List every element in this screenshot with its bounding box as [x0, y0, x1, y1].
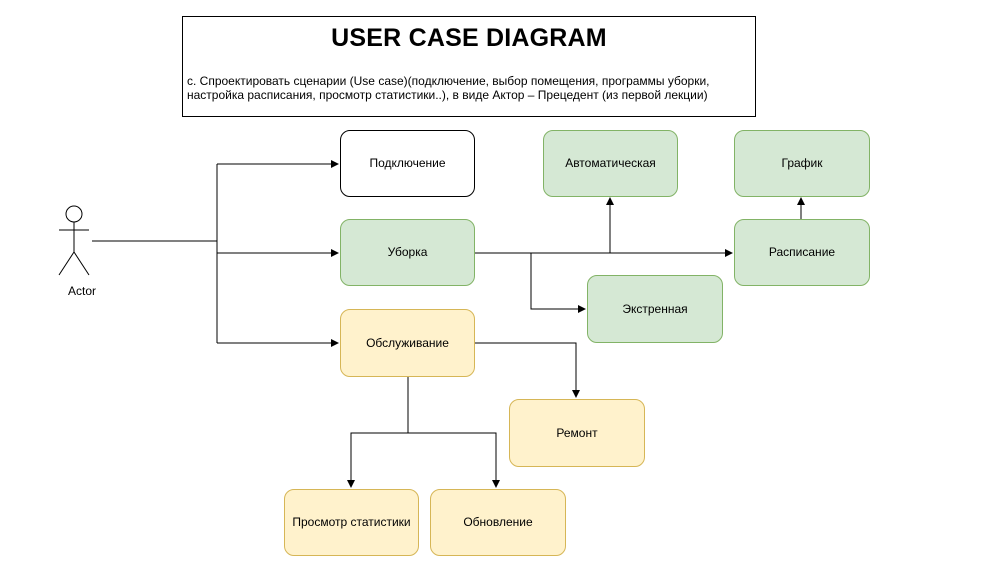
use-case-schedule[interactable]: Расписание [734, 219, 870, 286]
title-box: USER CASE DIAGRAM с. Спроектировать сцен… [182, 16, 756, 117]
use-case-update[interactable]: Обновление [430, 489, 566, 556]
edge-service-repair [474, 342, 580, 398]
diagram-description: с. Спроектировать сценарии (Use case)(по… [187, 74, 710, 102]
use-case-emergency[interactable]: Экстренная [587, 275, 723, 343]
edge-service-update [408, 432, 500, 488]
use-case-repair[interactable]: Ремонт [509, 399, 645, 467]
use-case-graph[interactable]: График [734, 130, 870, 197]
actor-icon [58, 205, 90, 276]
use-case-auto[interactable]: Автоматическая [543, 130, 678, 197]
use-case-connect[interactable]: Подключение [340, 130, 475, 197]
diagram-title: USER CASE DIAGRAM [331, 24, 607, 52]
edge-service-stats [347, 432, 408, 488]
use-case-stats[interactable]: Просмотр статистики [284, 489, 419, 556]
use-case-service[interactable]: Обслуживание [340, 309, 475, 377]
use-case-cleaning[interactable]: Уборка [340, 219, 475, 286]
actor-label: Actor [67, 284, 96, 298]
edge-cleaning-emergency [530, 253, 586, 313]
